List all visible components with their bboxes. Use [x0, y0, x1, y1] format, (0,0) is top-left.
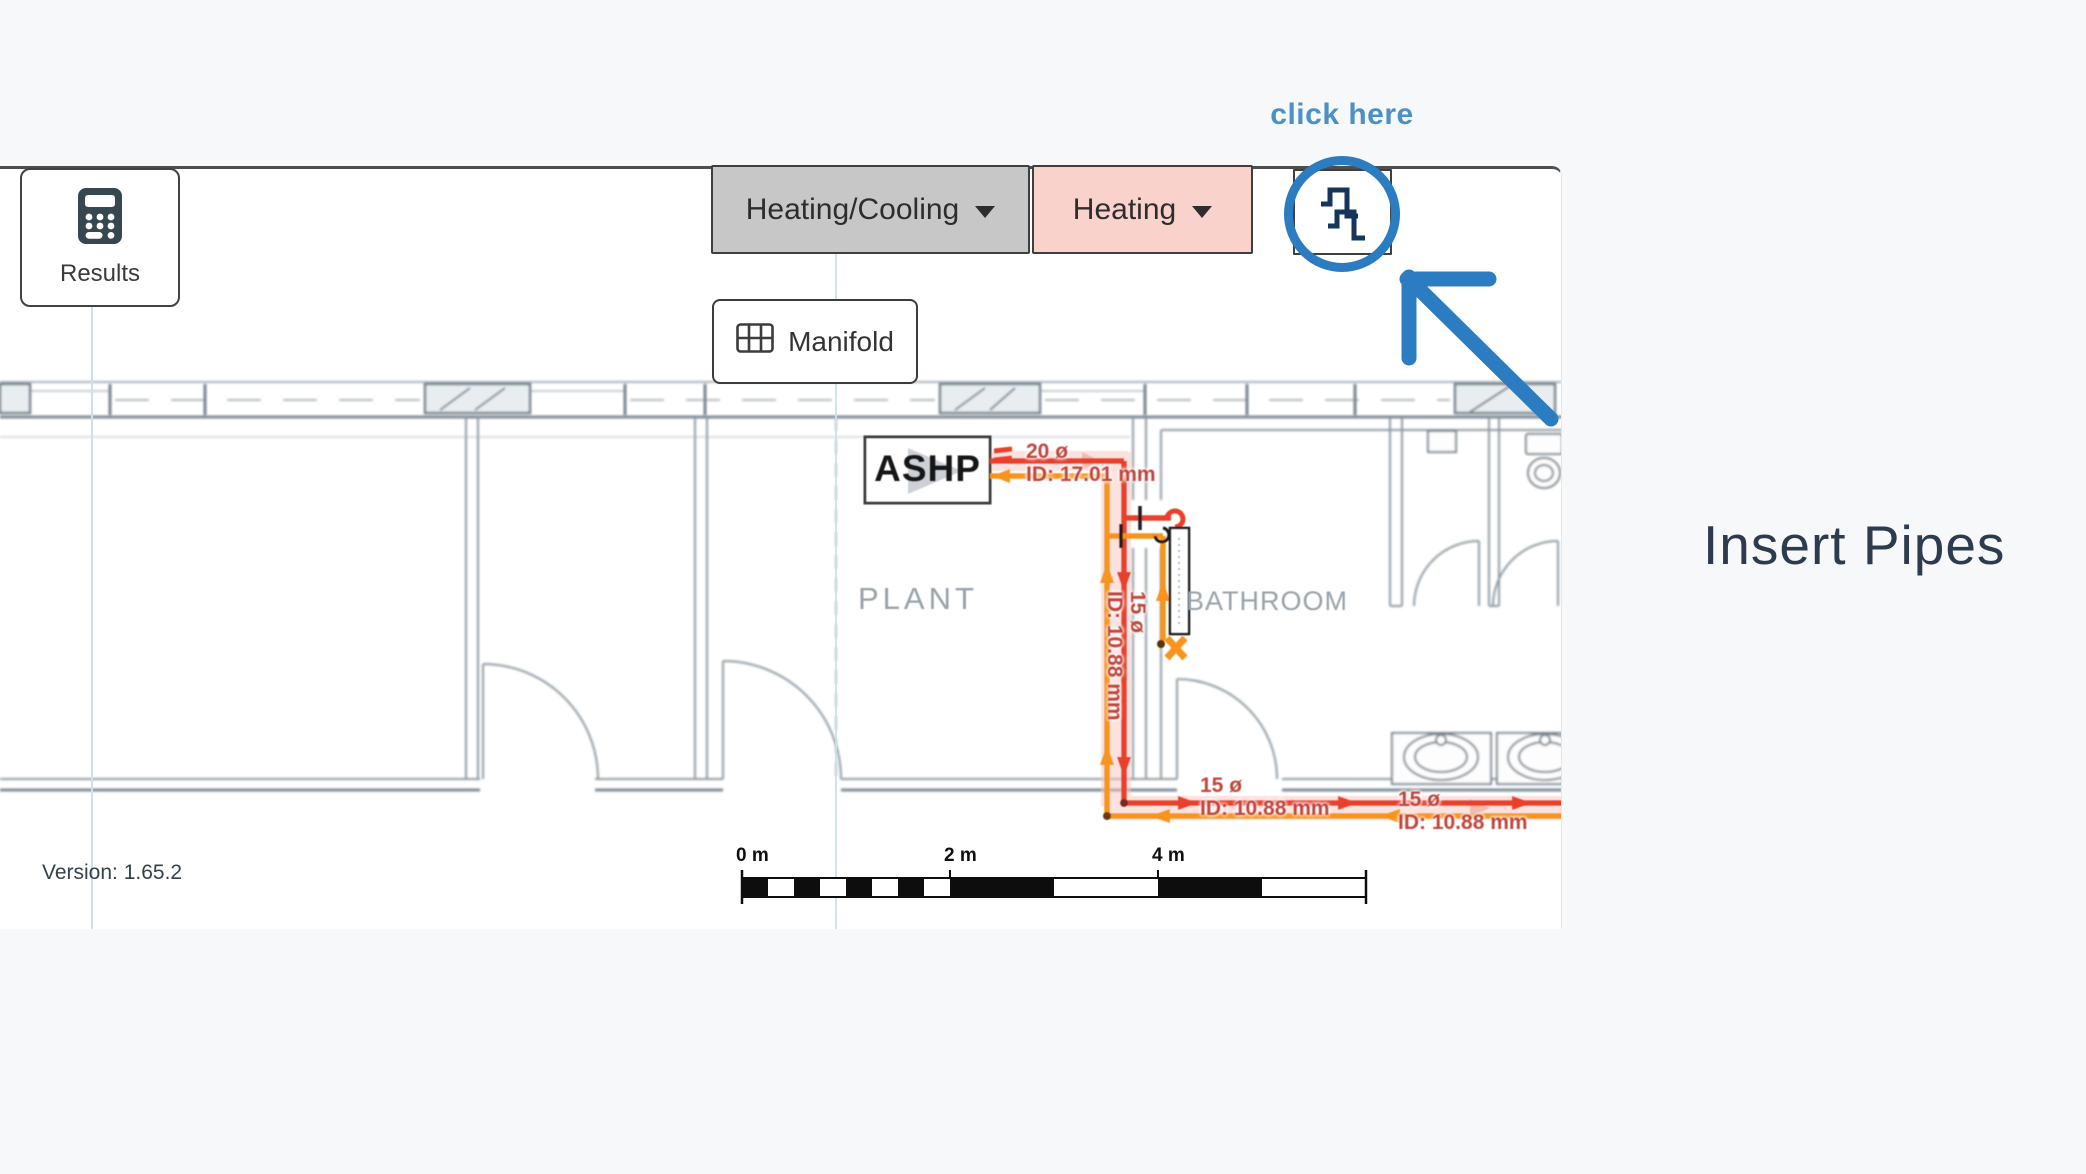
insert-pipes-button[interactable]	[1293, 169, 1392, 255]
grid-icon	[736, 323, 774, 360]
pipes-icon	[1317, 180, 1369, 245]
calculator-icon	[77, 187, 123, 252]
click-here-callout: click here	[1270, 98, 1414, 131]
system-type-dropdown-label: Heating/Cooling	[745, 192, 960, 226]
results-button[interactable]: Results	[20, 168, 180, 307]
results-button-label: Results	[59, 260, 141, 287]
manifold-button[interactable]: Manifold	[712, 299, 918, 384]
floorplan-canvas[interactable]	[0, 166, 1562, 929]
manifold-button-label: Manifold	[788, 325, 894, 357]
mode-dropdown-label: Heating	[1072, 192, 1177, 226]
chevron-down-icon	[1192, 205, 1213, 218]
mode-dropdown[interactable]: Heating	[1032, 165, 1253, 254]
tutorial-step-title: Insert Pipes	[1703, 514, 2006, 576]
chevron-down-icon	[975, 205, 996, 218]
system-type-dropdown[interactable]: Heating/Cooling	[711, 165, 1030, 254]
